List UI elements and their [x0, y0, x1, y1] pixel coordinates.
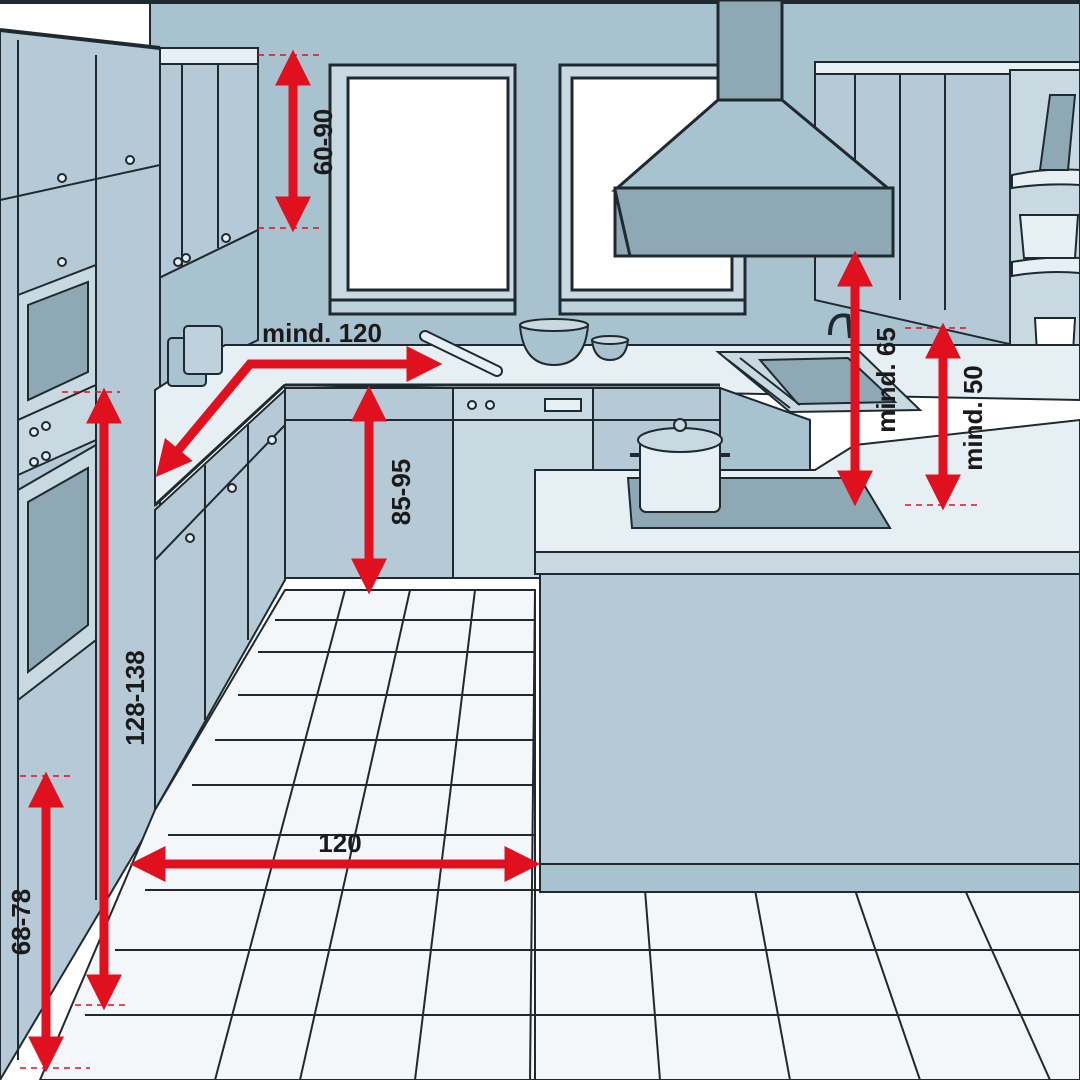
dimension-arrows: [28, 49, 961, 1073]
label-hood-clearance: mind. 65: [871, 327, 901, 432]
label-passage-width-top: mind. 120: [262, 318, 382, 348]
range-hood-icon: [611, 0, 895, 258]
dimension-labels: 60-90 mind. 120 85-95 mind. 65 mind. 50 …: [6, 109, 988, 956]
label-tall-cabinet-lower: 68-78: [6, 889, 36, 956]
arrow-passage-width-top: [155, 346, 443, 478]
label-tall-cabinet-upper: 128-138: [120, 650, 150, 745]
window-left: [328, 63, 517, 316]
rolling-pin-icon: [419, 330, 503, 377]
cooking-pot-icon: [630, 418, 730, 513]
oven-icon: [17, 263, 97, 703]
label-wall-cabinet-height: 60-90: [308, 109, 338, 176]
label-wall-cabinet-clearance: mind. 50: [958, 365, 988, 470]
label-counter-height: 85-95: [386, 459, 416, 526]
bowl-icon: [518, 318, 630, 367]
label-passage-width-floor: 120: [318, 828, 361, 858]
corner-shelf: [1009, 69, 1080, 391]
